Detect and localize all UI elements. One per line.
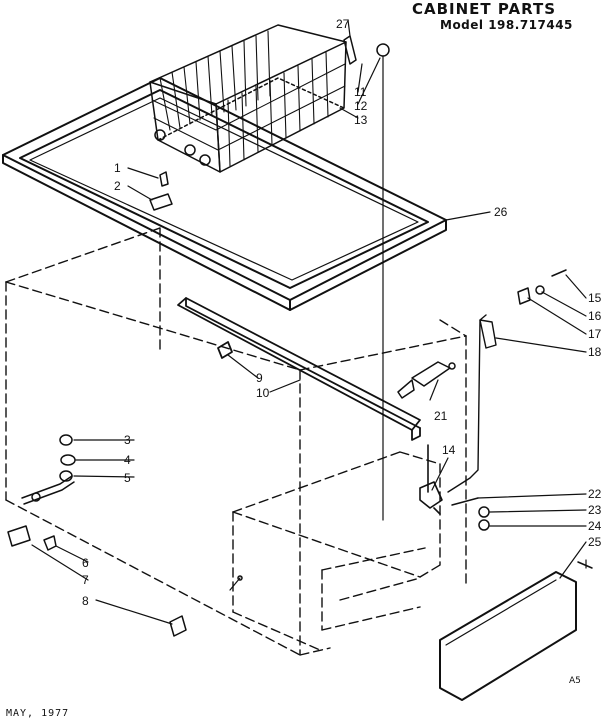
callout-4: 4 [124,453,131,467]
callout-18: 18 [588,345,602,359]
callout-11: 11 [354,85,367,99]
callout-2: 2 [114,179,121,193]
lid-frame [2,77,447,311]
callout-5: 5 [124,471,131,485]
callout-labels: 1 2 3 4 5 6 7 8 9 10 11 12 13 14 15 16 1… [82,17,602,608]
callout-27: 27 [336,17,350,31]
callout-3: 3 [124,433,131,447]
machine-compartment [232,451,441,651]
callout-25: 25 [588,535,602,549]
hinge-rail [177,297,421,441]
callout-9: 9 [256,371,263,385]
side-panel [439,571,577,701]
publication-date: MAY, 1977 [6,708,70,719]
callout-10: 10 [256,386,270,400]
hinge [419,444,443,515]
small-hardware [7,171,243,637]
callout-6: 6 [82,556,89,570]
callout-24: 24 [588,519,602,533]
wire-basket [149,24,347,173]
callout-26: 26 [494,205,508,219]
callout-16: 16 [588,309,602,323]
callout-12: 12 [354,99,368,113]
thermostat-capillary [447,314,497,493]
callout-7: 7 [82,573,89,587]
model-number: Model 198.717445 [440,18,573,32]
callout-15: 15 [588,291,602,305]
callout-23: 23 [588,503,602,517]
callout-13: 13 [354,113,368,127]
callout-1: 1 [114,161,121,175]
diagram-title: CABINET PARTS [412,0,557,18]
diagram-code: A5 [569,676,581,686]
callout-14: 14 [442,443,456,457]
switch-assembly [397,361,456,399]
leader-lines [31,19,587,625]
callout-8: 8 [82,594,89,608]
drain-parts [21,434,76,505]
callout-22: 22 [588,487,602,501]
right-hardware [343,35,593,569]
cabinet-body [5,227,467,656]
callout-21: 21 [434,409,448,423]
callout-17: 17 [588,327,602,341]
